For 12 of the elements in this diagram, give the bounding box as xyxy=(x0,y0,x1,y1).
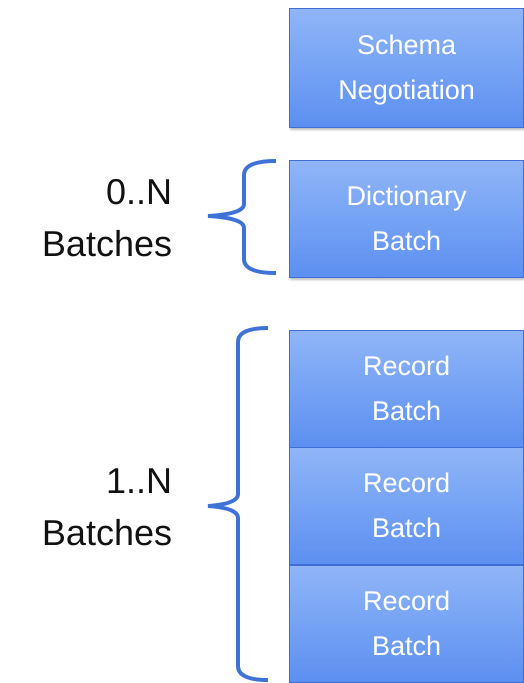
box-label: Record Batch xyxy=(362,467,452,545)
box-label: Schema Negotiation xyxy=(337,29,476,107)
process-box xyxy=(289,8,524,128)
box-label: Dictionary Batch xyxy=(345,180,468,258)
batch-count-label: 1..N Batches xyxy=(40,459,172,555)
process-box xyxy=(289,330,524,448)
batch-count-label: 0..N Batches xyxy=(40,170,172,266)
process-box xyxy=(289,447,524,565)
process-box xyxy=(289,565,524,683)
box-label: Record Batch xyxy=(362,585,452,663)
process-box xyxy=(289,160,524,278)
box-label: Record Batch xyxy=(362,350,452,428)
